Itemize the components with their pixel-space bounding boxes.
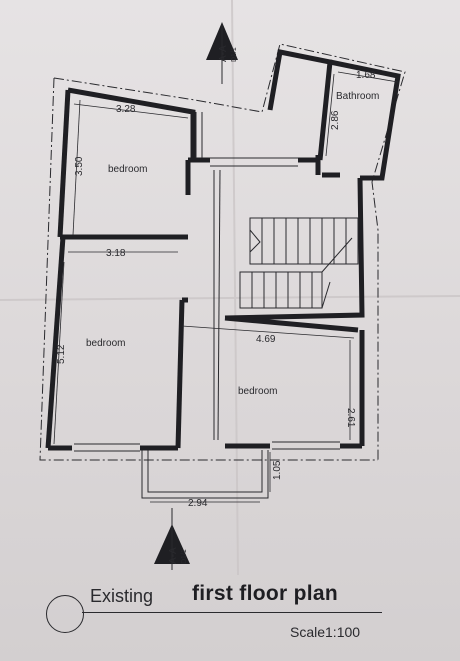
section-marker-bottom: A-A D1/1 [154, 508, 190, 570]
plan-title: first floor plan [192, 582, 338, 605]
title-prefix: Existing [90, 586, 154, 606]
title-circle-icon [46, 595, 84, 633]
section-bottom-label: A-A [168, 547, 179, 564]
room-label-bedroom-top-left: bedroom [108, 164, 147, 175]
section-top-label: A-A [218, 45, 229, 62]
dim-mid-left-width: 3.18 [106, 248, 126, 259]
staircase [239, 217, 359, 309]
dim-balcony-depth: 1.05 [272, 460, 283, 480]
room-label-bedroom-bottom-left: bedroom [86, 338, 125, 349]
dim-bathroom-height: 2.86 [330, 110, 341, 130]
windows-and-thin-lines [74, 112, 340, 499]
dimension-lines [53, 71, 399, 503]
scale-label: Scale1:100 [290, 624, 361, 640]
dim-balcony-width: 2.94 [188, 498, 208, 509]
floor-plan-drawing: A-A D1/1 A-A D1/1 bedroom bedroom bedroo… [0, 0, 460, 575]
room-label-bathroom: Bathroom [336, 91, 379, 102]
section-top-ref: D1/1 [231, 47, 238, 62]
room-label-bedroom-right: bedroom [238, 386, 277, 397]
dim-top-left-height: 3.50 [74, 156, 85, 176]
paper-folds [0, 0, 460, 575]
walls [45, 49, 401, 451]
dim-right-bedroom-height: 2.61 [345, 408, 356, 428]
dim-bottom-left-height: 5.12 [56, 344, 67, 364]
section-bottom-ref: D1/1 [181, 549, 188, 564]
dim-top-left-width: 3.28 [116, 104, 136, 115]
dashdot-outline [39, 43, 406, 461]
title-underline [82, 612, 382, 613]
dim-bathroom-width: 1.68 [356, 70, 376, 81]
section-marker-top: A-A D1/1 [206, 22, 238, 84]
dim-right-bedroom-width: 4.69 [256, 334, 276, 345]
